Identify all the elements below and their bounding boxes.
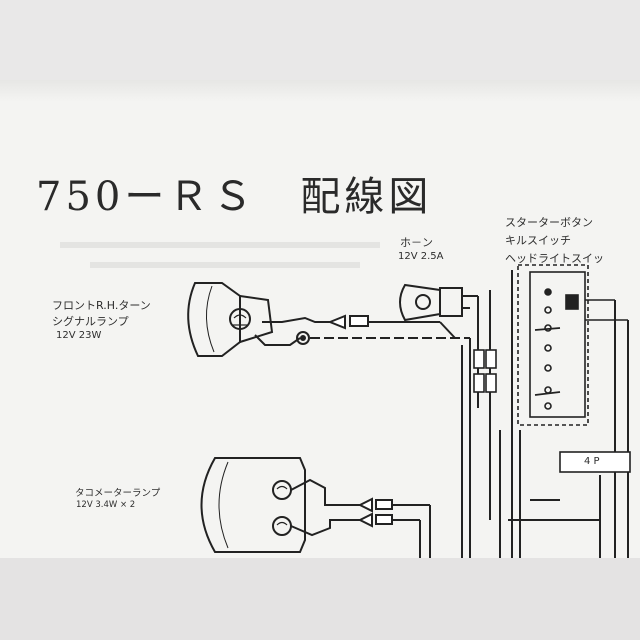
tachometer-wires — [290, 478, 431, 558]
four-pin-connector-label: 4 P — [584, 456, 600, 467]
bleed-through — [60, 242, 380, 268]
four-pin-connector — [559, 451, 631, 473]
tachometer-lamp-name: タコメーターランプ — [75, 488, 161, 499]
turn-signal-lamp — [187, 282, 274, 357]
horn-spec: 12V 2.5A — [398, 251, 444, 262]
horn-name: ホ－ン — [400, 236, 433, 249]
document-title: 750ーＲＳ 配線図 — [36, 174, 433, 220]
turn-signal-wires — [254, 314, 470, 346]
turn-signal-name-line1: フロントR.H.ターン — [52, 299, 151, 312]
bus-connectors — [473, 349, 497, 393]
switch-box — [517, 264, 628, 426]
turn-signal-spec: 12V 23W — [56, 330, 102, 341]
document-sheet — [0, 80, 640, 558]
switch-item-headlight-switch: ヘッドライトスイッ — [505, 252, 604, 265]
switch-item-starter-button: スターターボタン — [505, 216, 593, 229]
horn-symbol — [399, 283, 478, 322]
bus-wires — [439, 270, 629, 558]
tachometer-lamp-spec: 12V 3.4W × 2 — [76, 500, 136, 510]
background-top — [0, 0, 640, 80]
tachometer-lamp — [200, 457, 306, 553]
background-bottom — [0, 558, 640, 640]
turn-signal-name-line2: シグナルランプ — [52, 315, 129, 328]
sheet-shadow — [0, 80, 640, 102]
switch-item-kill-switch: キルスイッチ — [505, 234, 571, 247]
